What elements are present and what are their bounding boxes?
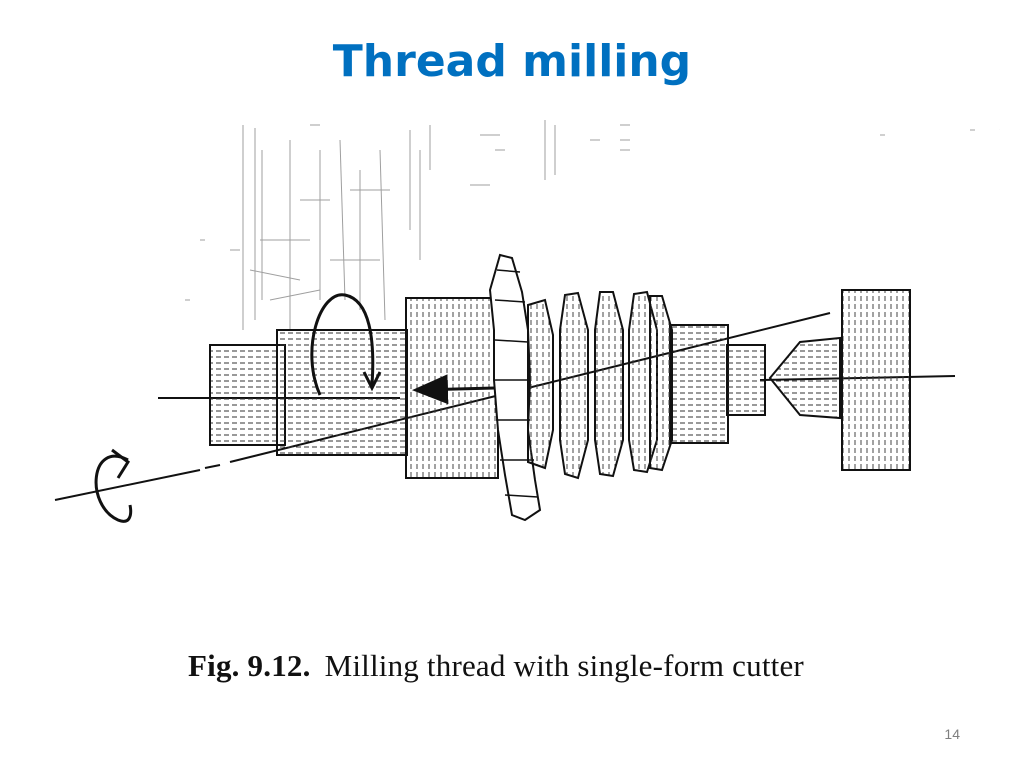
tailstock-center (768, 289, 911, 471)
arbor-left (209, 329, 408, 456)
slide-title: Thread milling (332, 36, 692, 87)
figure-caption: Fig. 9.12. Milling thread with single-for… (188, 648, 804, 684)
figure-caption-text: Milling thread with single-form cutter (324, 648, 804, 683)
figure-caption-label: Fig. 9.12. (188, 648, 311, 683)
scan-noise (185, 120, 1000, 330)
rotation-arrow-arbor (310, 293, 382, 396)
rotation-arrow-left (94, 448, 133, 523)
page-number: 14 (944, 726, 960, 742)
thread-ridges (527, 290, 673, 480)
thread-milling-diagram (54, 120, 1000, 523)
